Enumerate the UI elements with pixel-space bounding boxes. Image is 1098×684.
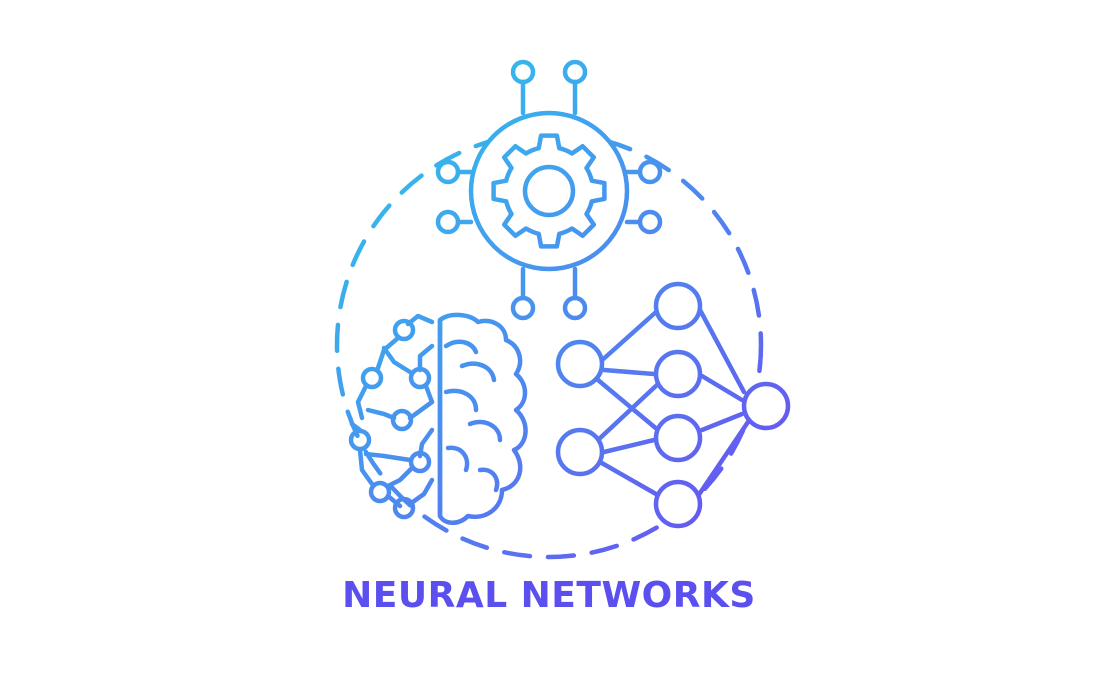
neural-network-graph-icon [555,281,791,529]
circuit-brain-icon [348,312,528,525]
gear-circuit-icon [435,59,663,321]
dashed-outline-circle [334,130,764,560]
caption-title: NEURAL NETWORKS [342,575,756,616]
